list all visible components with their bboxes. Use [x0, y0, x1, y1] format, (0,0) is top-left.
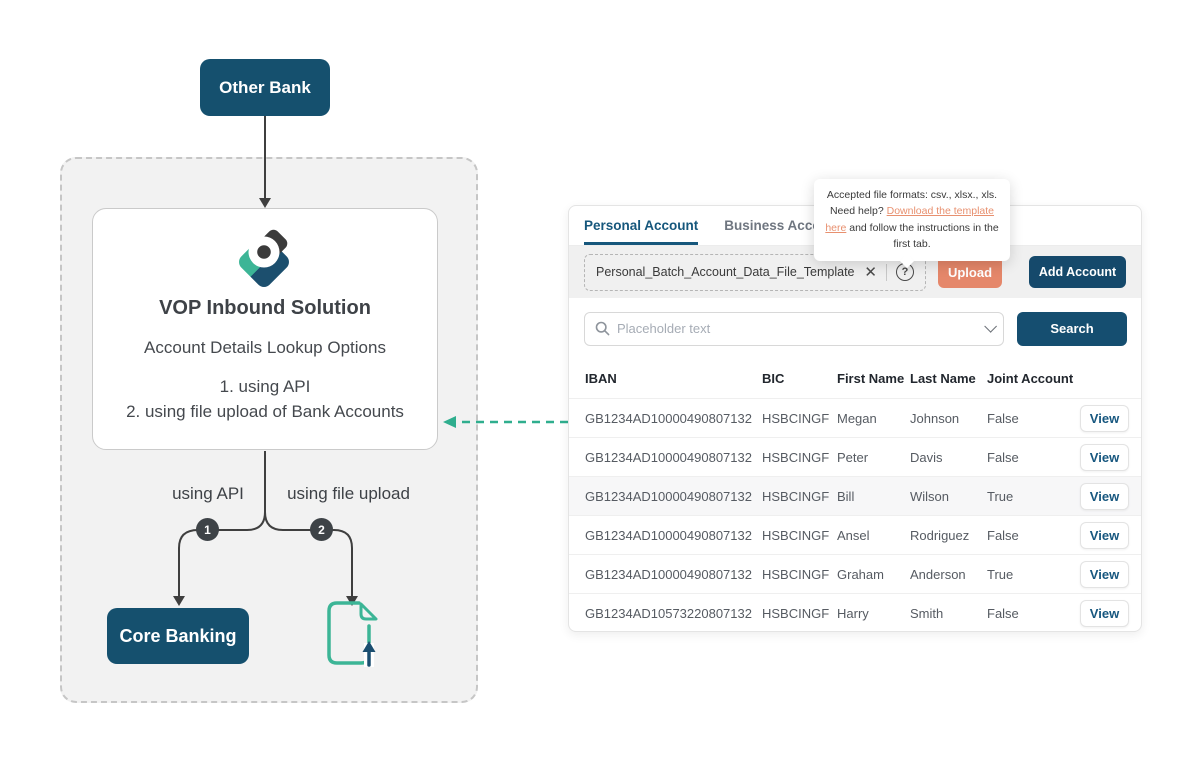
branch-label-using-file-upload: using file upload: [287, 484, 410, 503]
cell-iban: GB1234AD10000490807132: [585, 488, 752, 504]
table-row: GB1234AD10000490807132 HSBCINGF Ansel Rodri…: [569, 515, 1141, 554]
cell-joint: False: [987, 527, 1019, 543]
clear-file-icon[interactable]: ✕: [864, 263, 877, 281]
upload-toolbar: Personal_Batch_Account_Data_File_Templat…: [569, 246, 1141, 298]
cell-first-name: Graham: [837, 566, 884, 582]
table-row: GB1234AD10000490807132 HSBCINGF Megan Johns…: [569, 398, 1141, 437]
header-joint-account: Joint Account: [987, 371, 1074, 386]
search-button[interactable]: Search: [1017, 311, 1127, 346]
view-button[interactable]: View: [1080, 599, 1129, 627]
cell-last-name: Rodriguez: [910, 527, 970, 543]
search-box[interactable]: [584, 311, 1004, 346]
cell-iban: GB1234AD10000490807132: [585, 410, 752, 426]
selected-file-chip: Personal_Batch_Account_Data_File_Templat…: [584, 253, 926, 291]
tab-business-account[interactable]: Business Account: [724, 218, 842, 233]
file-format-tooltip: Accepted file formats: csv., xlsx., xls.…: [814, 179, 1010, 269]
cell-joint: True: [987, 488, 1014, 504]
branch-1-number-badge: 1: [196, 518, 219, 541]
cell-iban: GB1234AD10000490807132: [585, 566, 752, 582]
search-icon: [595, 321, 610, 336]
table-row: GB1234AD10000490807132 HSBCINGF Bill Wilson…: [569, 476, 1141, 515]
view-button[interactable]: View: [1080, 482, 1129, 510]
header-bic: BIC: [762, 371, 785, 386]
cell-iban: GB1234AD10573220807132: [585, 605, 752, 621]
cell-joint: True: [987, 566, 1014, 582]
view-button[interactable]: View: [1080, 443, 1129, 471]
cell-joint: False: [987, 605, 1019, 621]
cell-bic: HSBCINGF: [762, 410, 830, 426]
download-template-link[interactable]: Download the template here: [825, 205, 995, 234]
search-input[interactable]: [617, 321, 977, 336]
vop-solution-card: VOP Inbound Solution Account Details Loo…: [92, 208, 438, 450]
cell-last-name: Wilson: [910, 488, 950, 504]
branch-label-using-api: using API: [172, 484, 244, 503]
selected-filename: Personal_Batch_Account_Data_File_Templat…: [596, 265, 856, 279]
cell-last-name: Anderson: [910, 566, 966, 582]
header-first-name: First Name: [837, 371, 905, 386]
cell-bic: HSBCINGF: [762, 605, 830, 621]
cell-last-name: Davis: [910, 449, 943, 465]
table-row: GB1234AD10573220807132 HSBCINGF Harry Smith…: [569, 593, 1141, 631]
cell-bic: HSBCINGF: [762, 527, 830, 543]
cell-iban: GB1234AD10000490807132: [585, 449, 752, 465]
cell-iban: GB1234AD10000490807132: [585, 527, 752, 543]
chevron-down-icon[interactable]: [984, 320, 997, 333]
tab-personal-account[interactable]: Personal Account: [584, 206, 699, 245]
tooltip-text-before: Accepted file formats: csv., xlsx., xls.…: [826, 189, 998, 218]
account-upload-panel: Personal Account Business Account Person…: [568, 205, 1142, 632]
table-header: IBAN BIC First Name Last Name Joint Acco…: [569, 359, 1141, 398]
solution-title: VOP Inbound Solution: [159, 297, 371, 319]
cell-last-name: Smith: [910, 605, 944, 621]
chip-divider: [886, 263, 887, 281]
tooltip-text-after: and follow the instructions in the first…: [846, 221, 999, 250]
cell-bic: HSBCINGF: [762, 488, 830, 504]
lookup-option-file-upload: 2. using file upload of Bank Accounts: [126, 402, 404, 421]
cell-joint: False: [987, 410, 1019, 426]
cell-first-name: Megan: [837, 410, 877, 426]
table-row: GB1234AD10000490807132 HSBCINGF Peter Davis…: [569, 437, 1141, 476]
header-iban: IBAN: [585, 371, 617, 386]
core-banking-node[interactable]: Core Banking: [107, 608, 249, 664]
search-row: Search: [569, 298, 1141, 359]
view-button[interactable]: View: [1080, 521, 1129, 549]
upload-button[interactable]: Upload: [938, 256, 1002, 288]
file-upload-icon: [322, 597, 382, 672]
table-row: GB1234AD10000490807132 HSBCINGF Graham Ande…: [569, 554, 1141, 593]
add-account-button[interactable]: Add Account: [1029, 256, 1126, 288]
cell-last-name: Johnson: [910, 410, 960, 426]
cell-first-name: Bill: [837, 488, 855, 504]
cell-first-name: Peter: [837, 449, 869, 465]
cell-bic: HSBCINGF: [762, 449, 830, 465]
cell-first-name: Harry: [837, 605, 869, 621]
other-bank-node[interactable]: Other Bank: [200, 59, 330, 116]
cell-joint: False: [987, 449, 1019, 465]
view-button[interactable]: View: [1080, 404, 1129, 432]
cell-first-name: Ansel: [837, 527, 870, 543]
cell-bic: HSBCINGF: [762, 566, 830, 582]
solution-subtitle: Account Details Lookup Options: [144, 338, 386, 357]
vop-logo-icon: [233, 227, 297, 293]
lookup-option-api: 1. using API: [219, 377, 311, 396]
header-last-name: Last Name: [910, 371, 976, 386]
view-button[interactable]: View: [1080, 560, 1129, 588]
branch-2-number-badge: 2: [310, 518, 333, 541]
